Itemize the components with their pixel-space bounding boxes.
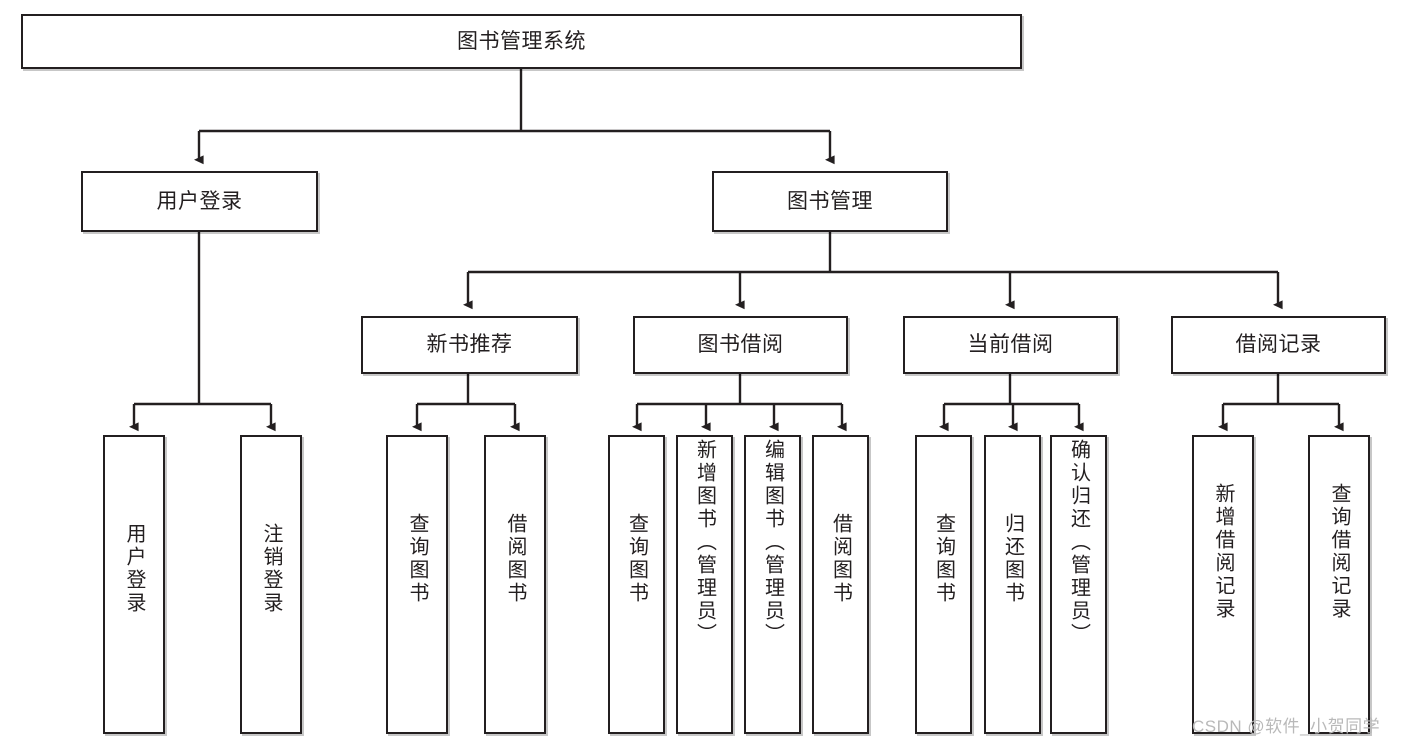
leaf-borrow-query-book[interactable]: 查询图书: [608, 435, 665, 734]
leaf-recommend-borrow-book[interactable]: 借阅图书: [484, 435, 546, 734]
node-label: 图书借阅: [697, 333, 784, 357]
leaf-current-confirm-return-admin[interactable]: 确认归还（管理员）: [1050, 435, 1107, 734]
node-label: 用户登录: [156, 189, 243, 213]
leaf-record-add-record[interactable]: 新增借阅记录: [1192, 435, 1254, 734]
node-label: 借阅图书: [829, 513, 852, 605]
csdn-watermark: CSDN @软件_小贺同学: [1192, 717, 1381, 736]
leaf-recommend-query-book[interactable]: 查询图书: [386, 435, 448, 734]
node-root-system[interactable]: 图书管理系统: [21, 14, 1022, 69]
node-label: 查询图书: [932, 513, 955, 605]
leaf-current-return-book[interactable]: 归还图书: [984, 435, 1041, 734]
node-label: 用户登录: [123, 523, 145, 615]
node-label: 查询图书: [406, 513, 428, 605]
node-book-borrow[interactable]: 图书借阅: [633, 316, 848, 374]
node-label: 查询图书: [625, 513, 648, 605]
node-label: 新增图书（管理员）: [693, 439, 716, 646]
node-borrow-record[interactable]: 借阅记录: [1171, 316, 1386, 374]
node-label: 图书管理: [787, 189, 873, 213]
node-label: 新书推荐: [426, 333, 513, 357]
node-new-book-recommend[interactable]: 新书推荐: [361, 316, 578, 374]
leaf-current-query-book[interactable]: 查询图书: [915, 435, 972, 734]
node-current-borrow[interactable]: 当前借阅: [903, 316, 1118, 374]
leaf-borrow-edit-book-admin[interactable]: 编辑图书（管理员）: [744, 435, 801, 734]
node-label: 当前借阅: [967, 333, 1054, 357]
node-label: 归还图书: [1001, 513, 1024, 605]
leaf-user-login-logout[interactable]: 注销登录: [240, 435, 302, 734]
node-label: 借阅记录: [1235, 333, 1322, 357]
node-label: 确认归还（管理员）: [1067, 439, 1090, 646]
node-label: 新增借阅记录: [1212, 483, 1234, 621]
leaf-borrow-borrow-book[interactable]: 借阅图书: [812, 435, 869, 734]
node-label: 借阅图书: [504, 513, 526, 605]
node-label: 图书管理系统: [457, 29, 586, 53]
leaf-borrow-add-book-admin[interactable]: 新增图书（管理员）: [676, 435, 733, 734]
leaf-record-query-record[interactable]: 查询借阅记录: [1308, 435, 1370, 734]
node-book-management[interactable]: 图书管理: [712, 171, 948, 232]
node-label: 编辑图书（管理员）: [761, 439, 784, 646]
node-label: 查询借阅记录: [1328, 483, 1350, 621]
node-label: 注销登录: [260, 523, 282, 615]
node-user-login[interactable]: 用户登录: [81, 171, 318, 232]
leaf-user-login-login[interactable]: 用户登录: [103, 435, 165, 734]
